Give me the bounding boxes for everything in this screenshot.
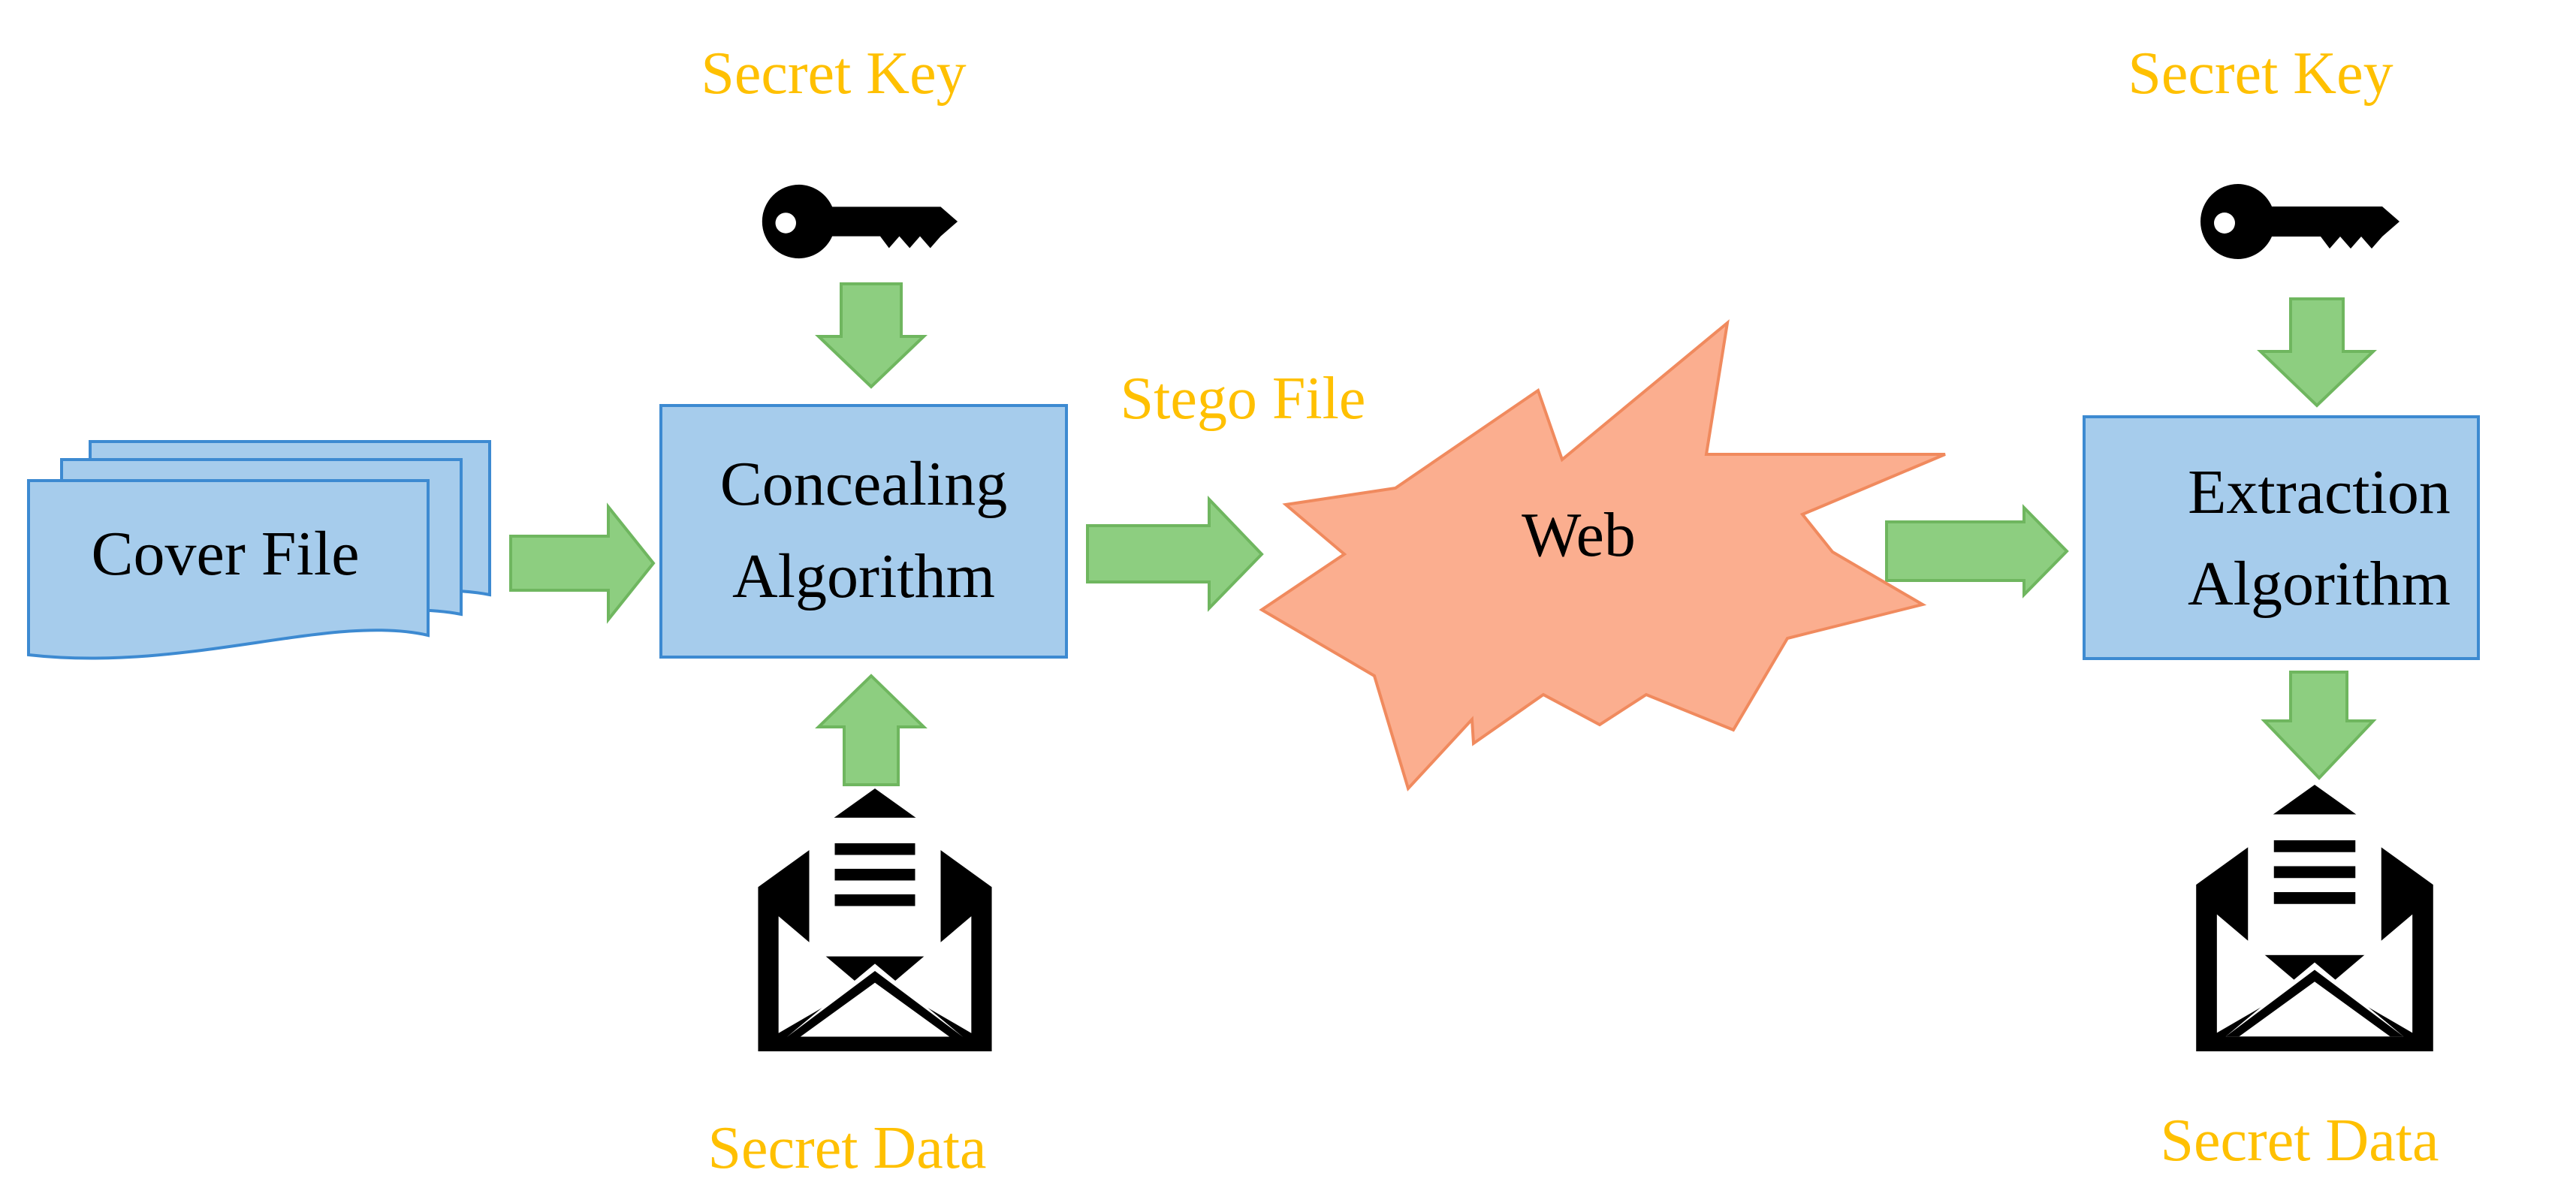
arrow-data-to-concealing — [815, 674, 928, 786]
arrow-key-to-concealing — [815, 282, 928, 389]
extraction-label-line2: Algorithm — [2188, 549, 2451, 619]
open-envelope-letter-icon — [758, 788, 992, 1051]
arrow-concealing-to-web — [1086, 496, 1264, 612]
web-label: Web — [1522, 500, 1636, 570]
arrow-cover-to-concealing — [509, 502, 656, 624]
stego-file-label: Stego File — [1121, 366, 1366, 432]
key-icon — [2200, 184, 2400, 259]
concealing-label-line1: Concealing — [720, 449, 1008, 519]
cover-file-node: Cover File — [27, 440, 491, 660]
open-envelope-letter-icon — [2196, 785, 2433, 1051]
secret-data-label-left: Secret Data — [708, 1115, 987, 1181]
secret-key-label-left: Secret Key — [701, 41, 966, 107]
arrow-web-to-extraction — [1885, 504, 2069, 599]
secret-key-label-right: Secret Key — [2128, 41, 2393, 107]
concealing-label-line2: Algorithm — [732, 541, 995, 611]
concealing-algorithm-node: Concealing Algorithm — [659, 404, 1068, 659]
arrow-key-to-extraction — [2257, 297, 2377, 408]
extraction-label-line1: Extraction — [2188, 457, 2451, 527]
key-icon — [762, 184, 958, 259]
arrow-extraction-to-data — [2261, 671, 2377, 780]
extraction-algorithm-node: Extraction Algorithm — [2083, 415, 2480, 660]
web-node: Web — [1259, 319, 1946, 791]
cover-file-label: Cover File — [92, 519, 360, 589]
secret-data-label-right: Secret Data — [2161, 1108, 2439, 1174]
